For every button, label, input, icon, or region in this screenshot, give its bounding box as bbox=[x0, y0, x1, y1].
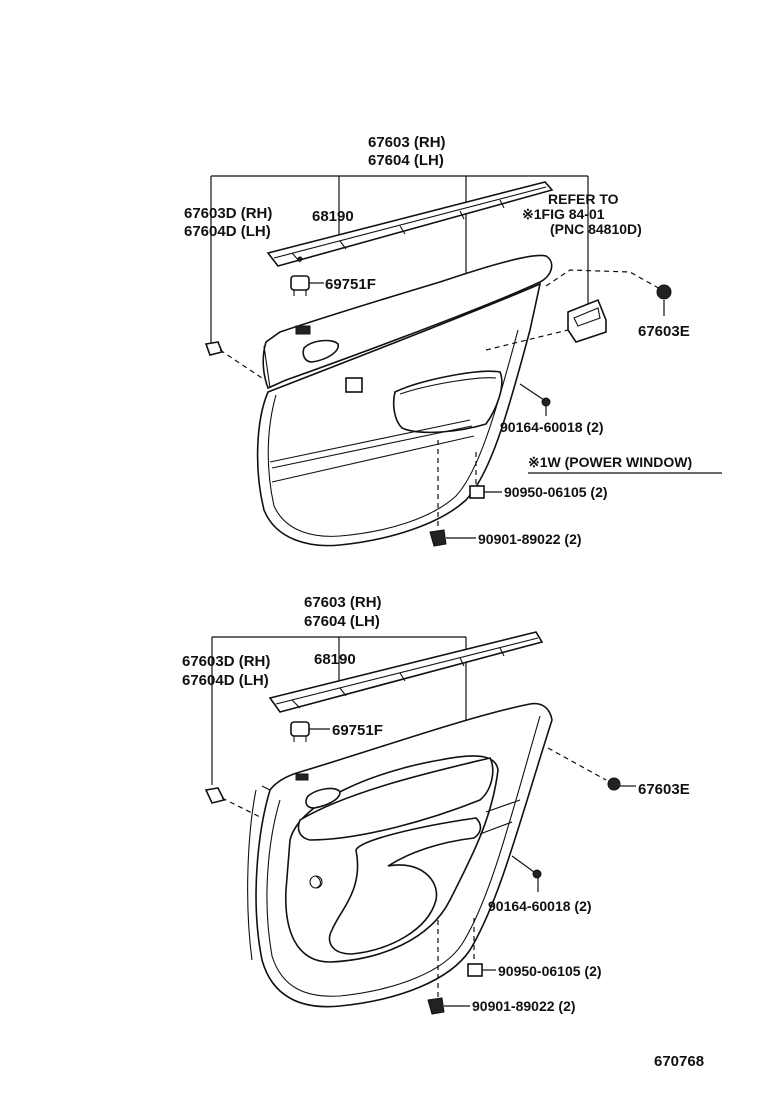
top-clip-69751f bbox=[290, 275, 310, 296]
top-label-69751f: 69751F bbox=[325, 276, 376, 293]
top-label-67603-rh: 67603 (RH) bbox=[368, 134, 446, 151]
top-refer-line2: ※1FIG 84-01 bbox=[522, 206, 605, 222]
top-screw bbox=[519, 383, 551, 407]
top-power-window-switch bbox=[567, 298, 607, 343]
bottom-assembly: 67603 (RH) 67604 (LH) 67603D (RH) 67604D… bbox=[182, 594, 690, 1015]
bottom-clip-67603e bbox=[607, 777, 621, 791]
top-door-trim-panel bbox=[256, 254, 553, 547]
top-clip-b bbox=[429, 529, 447, 547]
bottom-label-67603e: 67603E bbox=[638, 781, 690, 798]
bottom-screw bbox=[511, 855, 542, 879]
bottom-label-clip-a: 90950-06105 (2) bbox=[498, 963, 602, 979]
top-label-67603d-rh: 67603D (RH) bbox=[184, 205, 272, 222]
top-pin-67603d bbox=[204, 341, 224, 356]
bottom-leader-bracket bbox=[211, 636, 467, 785]
bottom-label-68190: 68190 bbox=[314, 651, 356, 668]
bottom-label-67603-rh: 67603 (RH) bbox=[304, 594, 382, 611]
top-refer-line1: REFER TO bbox=[548, 191, 619, 207]
top-clip-67603e bbox=[656, 284, 672, 316]
bottom-label-67603d-rh: 67603D (RH) bbox=[182, 653, 270, 670]
bottom-pin-67603d bbox=[204, 787, 226, 804]
top-dash-pin bbox=[219, 349, 263, 379]
top-leader-bracket bbox=[210, 175, 589, 345]
bottom-label-clip-b: 90901-89022 (2) bbox=[472, 998, 576, 1014]
top-label-67603e: 67603E bbox=[638, 323, 690, 340]
bottom-belt-moulding bbox=[268, 631, 544, 713]
top-refer-line3: (PNC 84810D) bbox=[550, 221, 642, 237]
top-label-screw: 90164-60018 (2) bbox=[500, 419, 604, 435]
bottom-label-67604-lh: 67604 (LH) bbox=[304, 613, 380, 630]
top-label-clip-b: 90901-89022 (2) bbox=[478, 531, 582, 547]
top-label-clip-a: 90950-06105 (2) bbox=[504, 484, 608, 500]
bottom-dash-pin bbox=[221, 797, 263, 819]
bottom-clip-69751f bbox=[290, 721, 310, 742]
top-label-67604-lh: 67604 (LH) bbox=[368, 152, 444, 169]
bottom-clip-a bbox=[467, 963, 483, 977]
top-belt-moulding bbox=[266, 181, 554, 267]
bottom-label-69751f: 69751F bbox=[332, 722, 383, 739]
top-label-68190: 68190 bbox=[312, 208, 354, 225]
bottom-door-trim-panel bbox=[247, 702, 553, 1008]
bottom-dash-67603e bbox=[547, 747, 607, 781]
bottom-label-67604d-lh: 67604D (LH) bbox=[182, 672, 269, 689]
top-note-power-window: ※1W (POWER WINDOW) bbox=[528, 454, 692, 470]
top-assembly: 67603 (RH) 67604 (LH) 67603D (RH) 67604D… bbox=[184, 134, 722, 547]
bottom-clip-b bbox=[427, 997, 445, 1015]
bottom-label-screw: 90164-60018 (2) bbox=[488, 898, 592, 914]
top-dash-switch bbox=[545, 269, 663, 291]
top-clip-a bbox=[469, 485, 485, 499]
figure-number: 670768 bbox=[654, 1053, 704, 1070]
top-label-67604d-lh: 67604D (LH) bbox=[184, 223, 271, 240]
